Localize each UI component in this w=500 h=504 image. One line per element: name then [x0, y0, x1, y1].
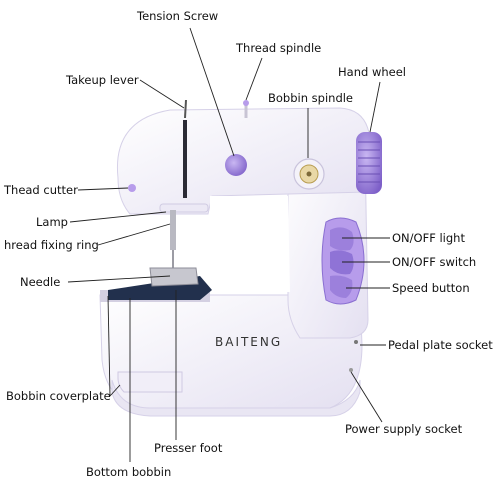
onoff-light-lens	[330, 227, 354, 251]
brand-label: BAITENG	[215, 335, 282, 349]
callout-labels: Tension Screw Thread spindle Takeup leve…	[3, 9, 493, 479]
label-thread-cutter: Thead cutter	[3, 183, 78, 197]
leader-lines	[67, 27, 390, 462]
tension-screw	[225, 154, 247, 176]
label-onoff-switch: ON/OFF switch	[392, 255, 476, 269]
machine-foot	[111, 379, 361, 417]
leader-lamp	[69, 211, 167, 223]
leader-needle	[67, 275, 171, 283]
label-needle: Needle	[20, 275, 60, 289]
label-bottom-bobbin: Bottom bobbin	[86, 465, 171, 479]
leader-tension-screw	[189, 27, 235, 157]
label-takeup-lever: Takeup lever	[65, 73, 139, 87]
label-thread-fixing-ring: hread fixing ring	[4, 238, 99, 252]
onoff-switch-rocker	[330, 250, 354, 275]
leader-bobbin-coverplate	[109, 384, 121, 397]
thread-cutter	[128, 184, 136, 192]
label-thread-spindle: Thread spindle	[235, 41, 321, 55]
label-pedal-plate-socket: Pedal plate socket	[388, 338, 493, 352]
bobbin-coverplate	[117, 371, 183, 393]
label-hand-wheel: Hand wheel	[338, 65, 406, 79]
machine-illustration: BAITENG	[99, 99, 382, 417]
label-presser-foot: Presser foot	[154, 441, 223, 455]
label-tension-screw: Tension Screw	[136, 9, 218, 23]
leader-thread-fixing-ring	[97, 223, 171, 246]
label-bobbin-spindle: Bobbin spindle	[268, 91, 353, 105]
pedal-socket	[354, 340, 358, 344]
needle-bar	[170, 210, 176, 250]
label-speed-button: Speed button	[392, 281, 470, 295]
leader-takeup-lever	[139, 79, 185, 109]
label-bobbin-coverplate: Bobbin coverplate	[6, 389, 111, 403]
leader-hand-wheel	[369, 81, 381, 133]
takeup-lever	[184, 99, 187, 119]
label-lamp: Lamp	[36, 215, 68, 229]
label-onoff-light: ON/OFF light	[392, 231, 465, 245]
leader-thread-spindle	[245, 57, 263, 101]
leader-power-supply-socket	[350, 371, 383, 423]
machine-throat	[210, 196, 290, 292]
takeup-lever-slot	[183, 120, 187, 198]
power-socket	[349, 368, 353, 372]
label-power-supply-socket: Power supply socket	[345, 422, 463, 436]
hand-wheel	[356, 132, 382, 194]
speed-button-rocker	[330, 275, 353, 298]
presser-foot	[149, 267, 199, 287]
leader-thread-cutter	[77, 187, 129, 191]
leader-bobbin-coverplate-up	[107, 295, 111, 397]
lamp	[159, 203, 209, 213]
